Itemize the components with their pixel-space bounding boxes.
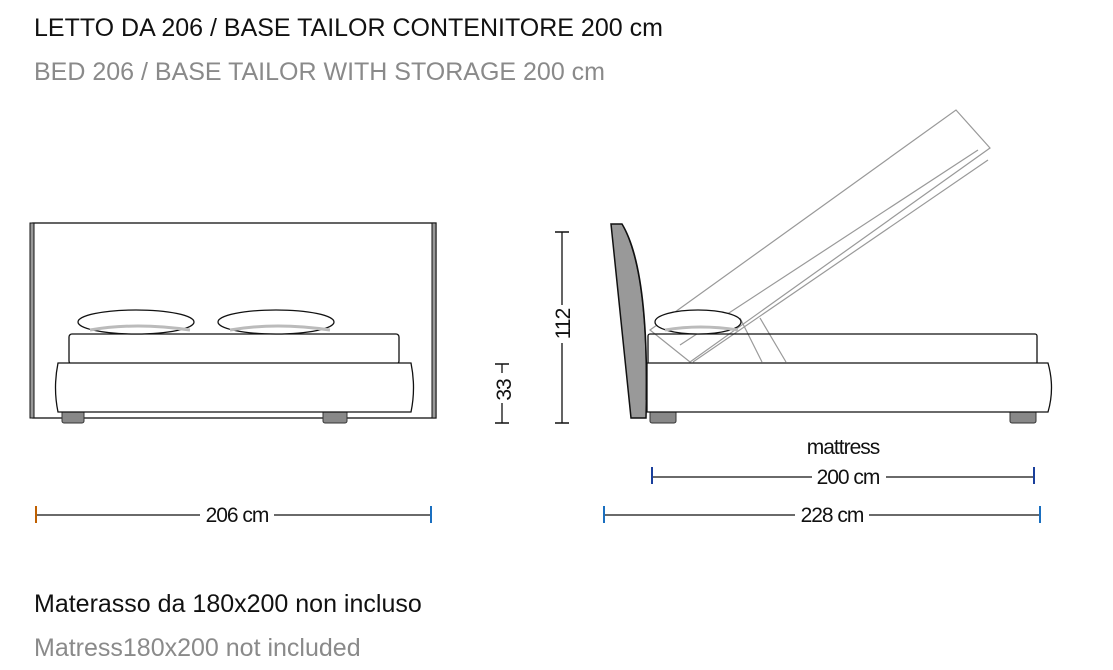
front-width-dimension: 206 cm [35, 503, 432, 527]
front-mattress [68, 333, 400, 365]
title-english: BED 206 / BASE TAILOR WITH STORAGE 200 c… [34, 58, 606, 86]
side-base [646, 362, 1053, 413]
total-length-label: 228 cm [801, 504, 864, 527]
side-length-dimensions: mattress 200 cm 228 cm [603, 436, 1041, 527]
note-italian: Materasso da 180x200 non incluso [34, 590, 422, 618]
base-height-label: 33 [493, 379, 516, 401]
note-english: Matress180x200 not included [34, 634, 361, 662]
mattress-length-label: 200 cm [817, 466, 880, 489]
front-width-label: 206 cm [206, 504, 269, 527]
side-headboard [610, 223, 648, 419]
front-base [54, 362, 415, 413]
raised-storage-frame [649, 109, 991, 363]
total-height-label: 112 [552, 308, 575, 339]
title-italian: LETTO DA 206 / BASE TAILOR CONTENITORE 2… [34, 14, 663, 42]
height-dimensions: 33 112 [493, 231, 575, 424]
front-view [29, 222, 437, 424]
side-mattress [647, 333, 1038, 365]
mattress-label: mattress [807, 436, 880, 459]
side-view [610, 109, 1053, 424]
